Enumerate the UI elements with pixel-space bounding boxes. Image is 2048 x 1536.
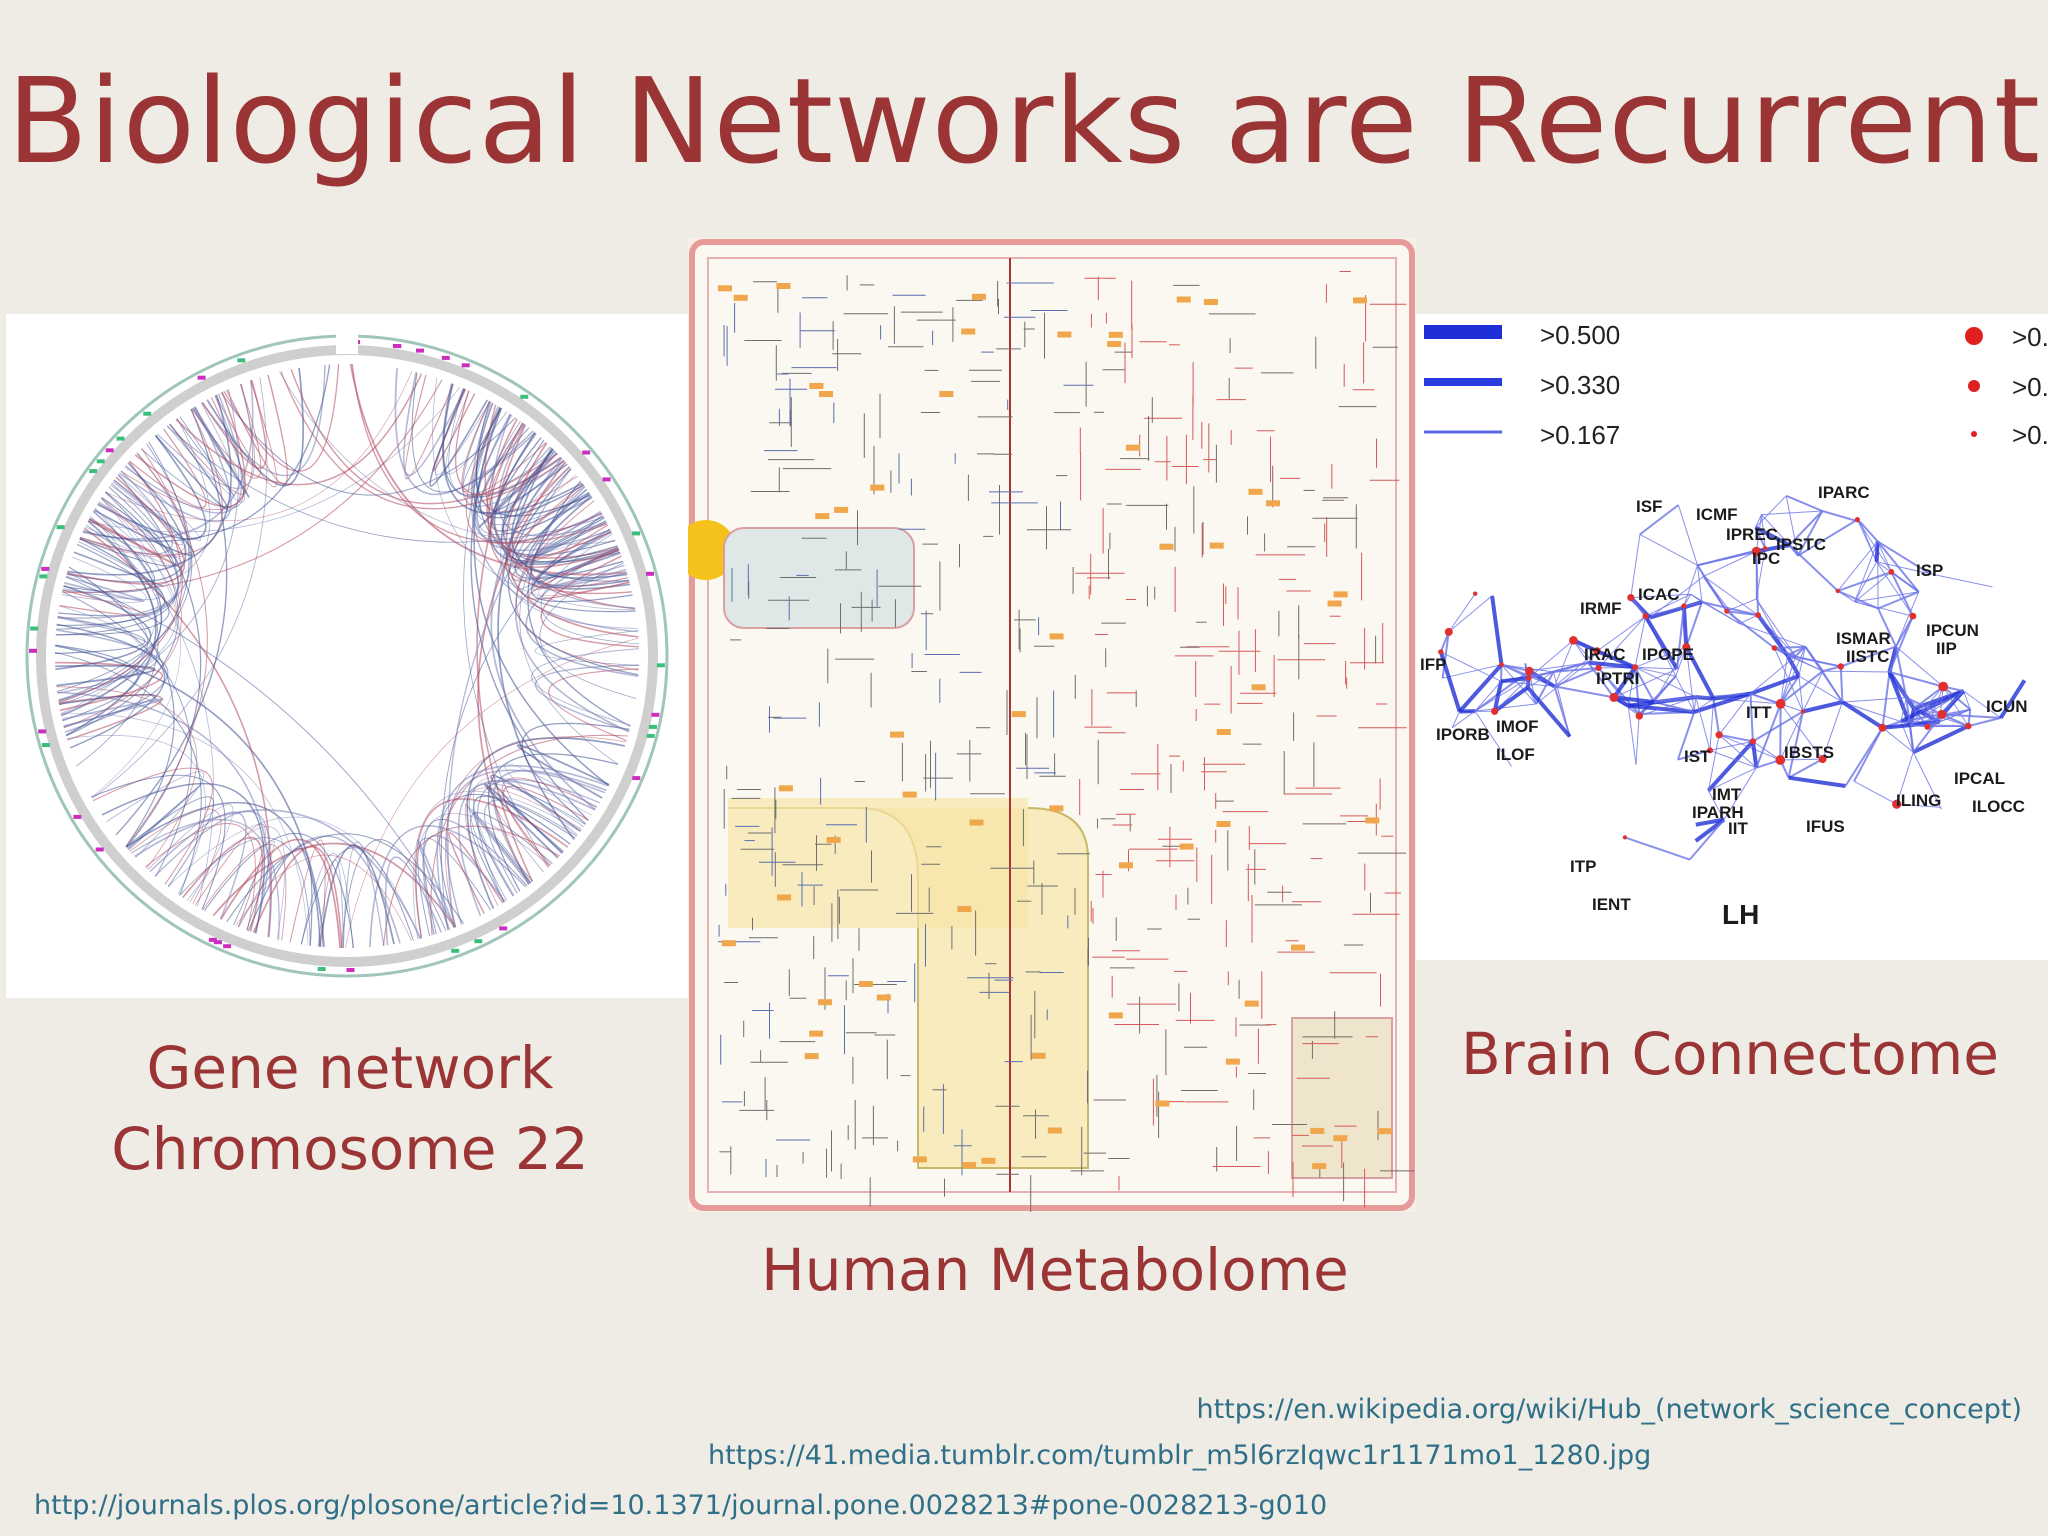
metabolic-pathways bbox=[718, 271, 1414, 1212]
brain-region-label: IMOF bbox=[1496, 717, 1539, 736]
brain-region-label: ITT bbox=[1746, 703, 1772, 722]
legend-node-label: >0.1 bbox=[2012, 420, 2048, 450]
source-url-tumblr[interactable]: https://41.media.tumblr.com/tumblr_m5l6r… bbox=[708, 1440, 1652, 1471]
brain-region-label: IBSTS bbox=[1784, 743, 1834, 762]
brain-region-label: ILING bbox=[1896, 791, 1941, 810]
metabolome-map-graphic bbox=[688, 239, 1415, 1212]
brain-region-label: ICAC bbox=[1638, 585, 1680, 604]
brain-region-label: ICMF bbox=[1696, 505, 1738, 524]
brain-region-label: LH bbox=[1722, 899, 1759, 930]
brain-region-label: IFP bbox=[1420, 655, 1446, 674]
brain-region-label: IPARH bbox=[1692, 803, 1744, 822]
gene-network-image bbox=[6, 314, 688, 998]
brain-region-label: IPC bbox=[1752, 549, 1780, 568]
slide-title: Biological Networks are Recurrent bbox=[6, 52, 2042, 190]
brain-region-label: IIT bbox=[1728, 819, 1748, 838]
brain-region-label: ICUN bbox=[1986, 697, 2028, 716]
legend-node-label: >0.3 bbox=[2012, 372, 2048, 402]
legend-edge-label: >0.500 bbox=[1540, 320, 1620, 350]
gene-network-caption: Gene network Chromosome 22 bbox=[60, 1028, 640, 1190]
brain-region-label: ISP bbox=[1916, 561, 1943, 580]
brain-network-edges bbox=[1438, 494, 2027, 861]
legend-edge-label: >0.330 bbox=[1540, 370, 1620, 400]
brain-region-label: IPTRI bbox=[1596, 669, 1639, 688]
legend-node-small bbox=[1971, 431, 1977, 437]
brain-region-label: ILOCC bbox=[1972, 797, 2025, 816]
brain-region-label: IPOPE bbox=[1642, 645, 1694, 664]
brain-region-label: IFUS bbox=[1806, 817, 1845, 836]
brain-region-label: IPREC bbox=[1726, 525, 1778, 544]
brain-region-label: IRMF bbox=[1580, 599, 1622, 618]
brain-region-label: IIP bbox=[1936, 639, 1957, 658]
connectome-caption: Brain Connectome bbox=[1461, 1020, 1999, 1088]
source-url-wikipedia[interactable]: https://en.wikipedia.org/wiki/Hub_(netwo… bbox=[1196, 1394, 2022, 1425]
gene-network-graphic bbox=[25, 314, 669, 978]
gene-caption-line2: Chromosome 22 bbox=[111, 1115, 589, 1184]
gene-links bbox=[54, 363, 639, 949]
brain-legend: >0.500 >0.330 >0.167 >0.5 >0.3 >0.1 bbox=[1424, 320, 2048, 450]
gene-caption-line1: Gene network bbox=[146, 1034, 554, 1102]
brain-region-label: IPCUN bbox=[1926, 621, 1979, 640]
brain-region-label: IISTC bbox=[1846, 647, 1889, 666]
brain-region-label: IST bbox=[1684, 747, 1711, 766]
brain-region-label: ISMAR bbox=[1836, 629, 1891, 648]
brain-connectome-graphic: >0.500 >0.330 >0.167 >0.5 >0.3 >0.1 ISFI… bbox=[1420, 320, 2048, 930]
brain-region-label: ILOF bbox=[1496, 745, 1535, 764]
brain-region-label: IENT bbox=[1592, 895, 1631, 914]
brain-region-label: IPARC bbox=[1818, 483, 1870, 502]
brain-connectome-image: >0.500 >0.330 >0.167 >0.5 >0.3 >0.1 ISFI… bbox=[1416, 314, 2048, 960]
brain-region-label: ISF bbox=[1636, 497, 1662, 516]
brain-region-label: ITP bbox=[1570, 857, 1596, 876]
legend-node-label: >0.5 bbox=[2012, 322, 2048, 352]
legend-edge-label: >0.167 bbox=[1540, 420, 1620, 450]
source-url-plos[interactable]: http://journals.plos.org/plosone/article… bbox=[34, 1490, 1328, 1521]
brain-region-label: IPCAL bbox=[1954, 769, 2005, 788]
brain-region-label: IMT bbox=[1712, 785, 1742, 804]
brain-region-label: IRAC bbox=[1584, 645, 1626, 664]
metabolome-image bbox=[688, 238, 1416, 1212]
brain-region-label: IPSTC bbox=[1776, 535, 1826, 554]
metabolome-caption: Human Metabolome bbox=[761, 1236, 1349, 1304]
brain-region-label: IPORB bbox=[1436, 725, 1490, 744]
legend-node-medium bbox=[1968, 380, 1980, 392]
legend-node-large bbox=[1965, 327, 1983, 345]
